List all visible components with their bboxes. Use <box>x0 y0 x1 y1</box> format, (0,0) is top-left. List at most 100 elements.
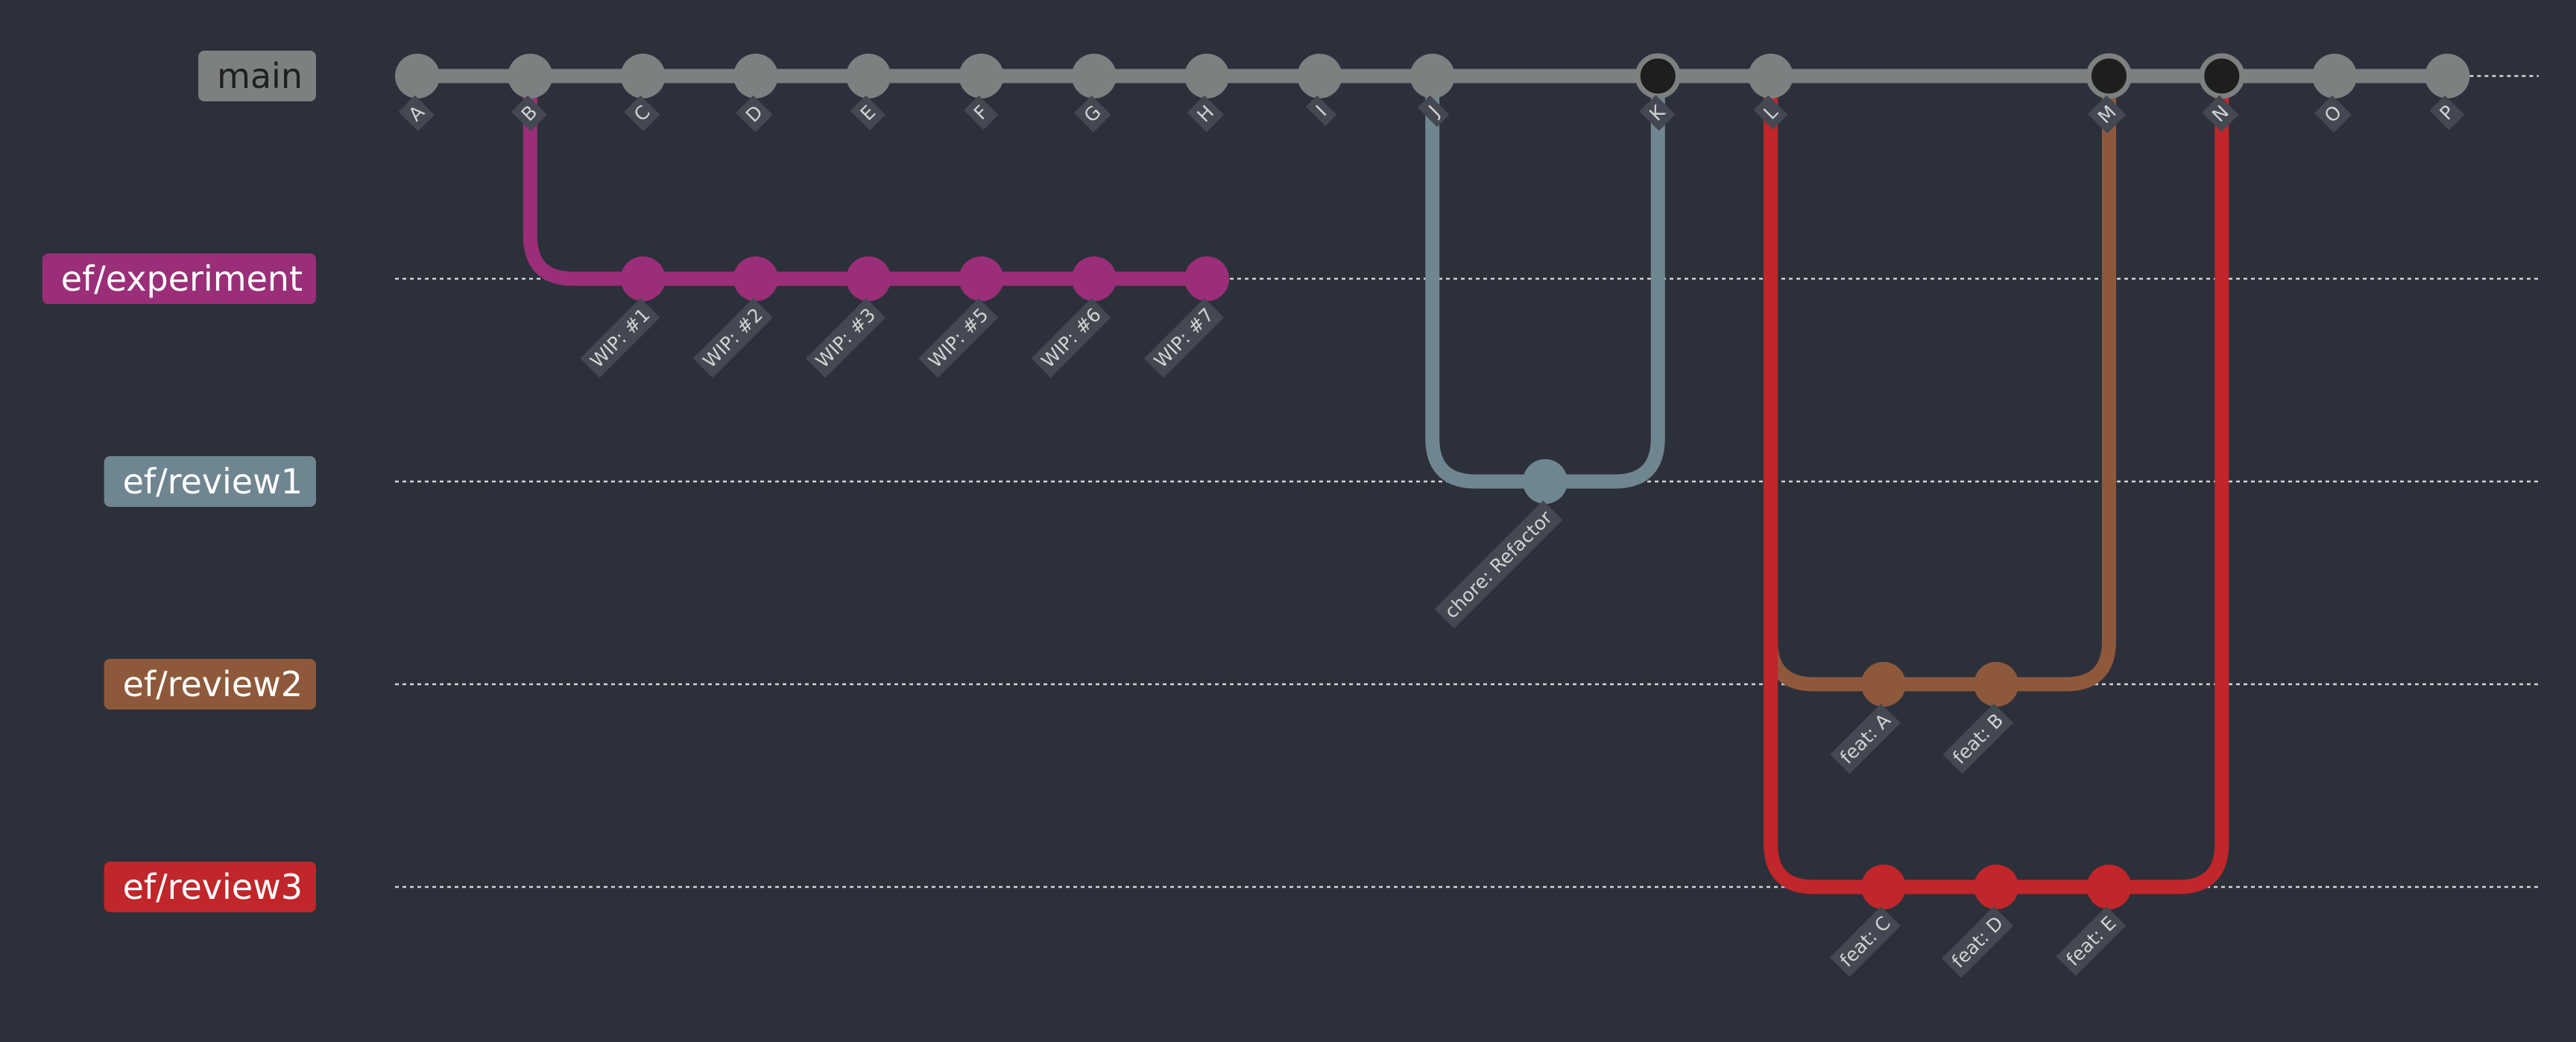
commit-label-bg <box>511 95 548 132</box>
commit-label-x3: WIP: #3 <box>805 297 886 378</box>
commit-fc <box>1860 865 1906 909</box>
branch-labels: main ef/experiment ef/review1 ef/review2 ef/… <box>42 51 316 912</box>
commit-label-text: feat: C <box>1836 912 1895 971</box>
commit-label-o: O <box>2314 95 2352 133</box>
commit-label-bg <box>398 95 435 132</box>
commit-label-fb: feat: B <box>1942 703 2014 774</box>
commit-g <box>1071 54 1117 98</box>
commit-label-text: WIP: #1 <box>586 304 654 372</box>
commit-fd <box>1974 865 2019 909</box>
commit-h <box>1184 54 1230 98</box>
commit-label-bg <box>1830 703 1901 774</box>
commit-label-text: feat: B <box>1948 710 2007 768</box>
commit-label-bg <box>1187 95 1224 133</box>
commit-label-bg <box>2202 95 2239 133</box>
commit-label-bg <box>692 297 773 378</box>
connector-j-r1 <box>1425 69 1553 489</box>
connector-r1-k <box>1538 69 1665 489</box>
connector-b-x1 <box>523 69 651 286</box>
commit-d <box>733 54 778 98</box>
commit-label-b: B <box>511 95 548 132</box>
branch-label-bg <box>42 253 316 304</box>
connector-fb-m <box>1989 69 2116 692</box>
commit-label-h: H <box>1187 95 1224 133</box>
commit-label-x5: WIP: #5 <box>918 297 999 378</box>
commit-label-bg <box>805 297 886 378</box>
commit-x3 <box>846 256 891 301</box>
commit-label-text: WIP: #3 <box>812 304 880 372</box>
commit-e <box>846 54 891 98</box>
branch-label-bg <box>198 51 316 101</box>
commit-label-bg <box>1942 703 2014 774</box>
commit-x5 <box>959 256 1004 301</box>
commit-label-bg <box>1143 297 1224 378</box>
commit-label-bg <box>2429 95 2465 130</box>
commit-label-bg <box>1031 297 1111 378</box>
branch-label-ef-review1[interactable]: ef/review1 <box>104 456 316 507</box>
commit-label-bg <box>964 95 999 130</box>
commit-label-bg <box>1829 906 1901 977</box>
commit-label-fa: feat: A <box>1830 703 1901 774</box>
commit-l <box>1748 54 1793 98</box>
commit-fe <box>2086 865 2132 909</box>
branch-name: ef/experiment <box>61 259 303 299</box>
commit-label-fc: feat: C <box>1829 906 1901 977</box>
commit-label-text: feat: E <box>2062 912 2120 970</box>
branch-name: ef/review3 <box>123 867 303 907</box>
commit-label-text: WIP: #5 <box>924 304 992 372</box>
branch-label-bg <box>104 456 316 507</box>
commit-label-f: F <box>964 95 999 130</box>
commit-label-bg <box>1941 906 2014 978</box>
commit-r1 <box>1523 459 1568 504</box>
commit-label-g: G <box>1073 95 1111 133</box>
commit-label-d: D <box>736 95 773 133</box>
commit-label-l: L <box>1753 95 1788 130</box>
commit-label-bg <box>918 297 999 378</box>
commit-label-i: I <box>1305 95 1337 127</box>
commit-fb <box>1974 662 2019 707</box>
branch-name: ef/review2 <box>123 664 303 704</box>
commit-label-fd: feat: D <box>1941 906 2014 978</box>
connector-l-fa <box>1764 69 1891 692</box>
branch-label-ef-experiment[interactable]: ef/experiment <box>42 253 316 304</box>
branch-label-ef-review2[interactable]: ef/review2 <box>104 659 316 710</box>
branch-name: main <box>217 56 303 96</box>
commit-label-text: WIP: #2 <box>698 304 766 372</box>
commit-x6 <box>1071 256 1117 301</box>
commit-label-j: J <box>1417 95 1450 127</box>
connector-l-fc <box>1764 69 1891 894</box>
commit-x1 <box>620 256 666 301</box>
commit-label-bg <box>1753 95 1788 130</box>
commit-label-c: C <box>624 95 660 132</box>
merge-commit-m <box>2086 53 2132 99</box>
commit-label-text: feat: D <box>1948 912 2008 973</box>
commit-label-bg <box>580 297 660 378</box>
commit-i <box>1297 54 1342 98</box>
branch-name: ef/review1 <box>123 461 303 502</box>
commit-label-r1: chore: Refactor <box>1434 500 1563 629</box>
commit-x2 <box>733 256 778 301</box>
commit-label-bg <box>2056 906 2127 976</box>
commit-label-text: WIP: #7 <box>1150 304 1218 372</box>
commit-label-text: WIP: #6 <box>1037 304 1105 372</box>
commit-label-bg <box>1305 95 1337 127</box>
merge-commit-n <box>2199 53 2245 99</box>
commit-label-e: E <box>850 95 886 131</box>
commit-p <box>2425 54 2470 98</box>
commit-label-bg <box>2088 95 2127 134</box>
commit-label-n: N <box>2202 95 2239 133</box>
commit-b <box>508 54 553 98</box>
commit-label-p: P <box>2429 95 2465 130</box>
commit-label-x2: WIP: #2 <box>692 297 773 378</box>
merge-commit-k <box>1635 53 1681 99</box>
commit-label-a: A <box>398 95 435 132</box>
commits <box>395 53 2470 909</box>
commit-c <box>620 54 666 98</box>
branch-label-ef-review3[interactable]: ef/review3 <box>104 862 316 912</box>
branch-label-main[interactable]: main <box>198 51 316 101</box>
commit-j <box>1409 54 1455 98</box>
commit-label-bg <box>624 95 660 132</box>
commit-label-text: chore: Refactor <box>1440 506 1556 622</box>
commit-label-x7: WIP: #7 <box>1143 297 1224 378</box>
